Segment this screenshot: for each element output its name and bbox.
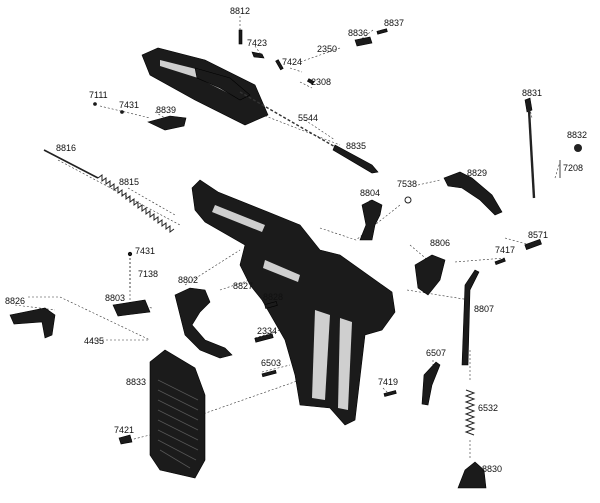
label-8835: 8835 [346, 141, 367, 151]
rods-and-springs [43, 91, 582, 233]
label-7431-mid: 7431 [135, 246, 156, 256]
label-8831: 8831 [522, 88, 543, 98]
label-8815: 8815 [119, 177, 140, 187]
label-8830: 8830 [482, 464, 503, 474]
label-2334: 2334 [257, 326, 278, 336]
label-7419: 7419 [378, 377, 399, 387]
label-7421: 7421 [114, 425, 135, 435]
small-parts-top [93, 28, 388, 131]
label-7431-top: 7431 [119, 100, 140, 110]
label-7208: 7208 [563, 163, 584, 173]
slide-part [141, 47, 269, 126]
label-7538: 7538 [397, 179, 418, 189]
label-8829: 8829 [467, 168, 488, 178]
label-7138: 7138 [138, 269, 159, 279]
label-5544: 5544 [298, 113, 319, 123]
label-2350: 2350 [317, 44, 338, 54]
label-6532: 6532 [478, 403, 499, 413]
label-8812: 8812 [230, 6, 251, 16]
label-8833: 8833 [126, 377, 147, 387]
label-8839: 8839 [156, 105, 177, 115]
label-8807: 8807 [474, 304, 495, 314]
label-7417: 7417 [495, 245, 516, 255]
label-8802: 8802 [178, 275, 199, 285]
small-parts-left [9, 251, 278, 378]
label-8832: 8832 [567, 130, 588, 140]
label-7424: 7424 [282, 57, 303, 67]
small-parts-right [359, 171, 542, 489]
label-8836: 8836 [348, 28, 369, 38]
label-8828: 8828 [263, 292, 284, 302]
label-8571: 8571 [528, 230, 549, 240]
label-6507: 6507 [426, 348, 447, 358]
label-8816: 8816 [56, 143, 77, 153]
label-8804: 8804 [360, 188, 381, 198]
label-8806: 8806 [430, 238, 451, 248]
label-7423: 7423 [247, 38, 268, 48]
label-2308: 2308 [311, 77, 332, 87]
grip-panel-part [118, 349, 206, 479]
label-4435: 4435 [84, 336, 105, 346]
label-8837: 8837 [384, 18, 405, 28]
label-8826: 8826 [5, 296, 26, 306]
label-6503: 6503 [261, 358, 282, 368]
label-8803: 8803 [105, 293, 126, 303]
label-7111: 7111 [89, 90, 108, 100]
frame-part [191, 179, 396, 426]
label-8827: 8827 [233, 281, 254, 291]
